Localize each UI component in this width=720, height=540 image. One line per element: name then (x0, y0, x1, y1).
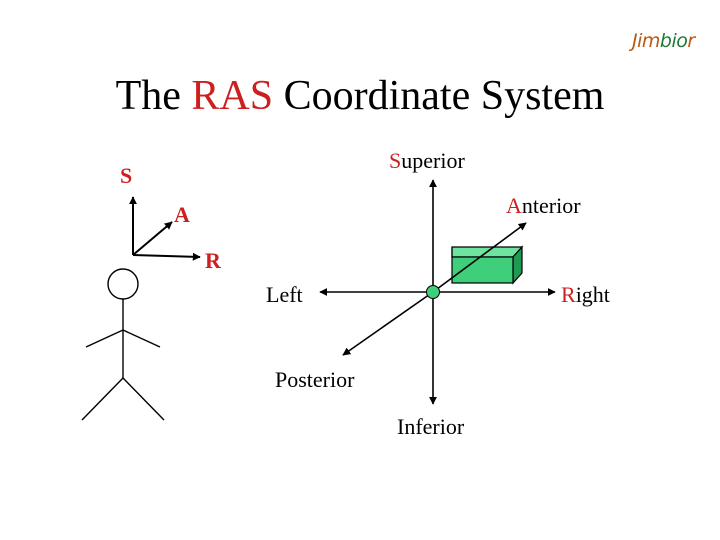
slide-title: The RAS Coordinate System (0, 70, 720, 122)
origin-dot (426, 285, 440, 299)
stick-figure (81, 268, 165, 421)
figure-head (107, 268, 139, 300)
anterior-label: Anterior (506, 193, 581, 218)
superior-label: Superior (389, 148, 465, 173)
right-label: Right (561, 282, 610, 307)
title-before: The (115, 73, 192, 119)
jimbior-logo: Jimbior (632, 30, 695, 52)
main-axes (319, 179, 556, 405)
inferior-label: Inferior (397, 414, 465, 439)
mini-a-arrow (132, 221, 173, 256)
title-after: Coordinate System (273, 73, 605, 119)
mini-axes (129, 196, 201, 261)
mini-r-arrow (132, 252, 201, 261)
mini-a-label: A (174, 202, 190, 227)
mini-r-label: R (205, 248, 221, 273)
posterior-label: Posterior (275, 367, 355, 392)
mini-s-label: S (120, 163, 133, 188)
green-box (451, 245, 524, 285)
posterior-arrow (342, 291, 434, 356)
anterior-arrow (432, 222, 527, 293)
left-label: Left (266, 282, 303, 307)
title-highlight: RAS (191, 73, 274, 119)
